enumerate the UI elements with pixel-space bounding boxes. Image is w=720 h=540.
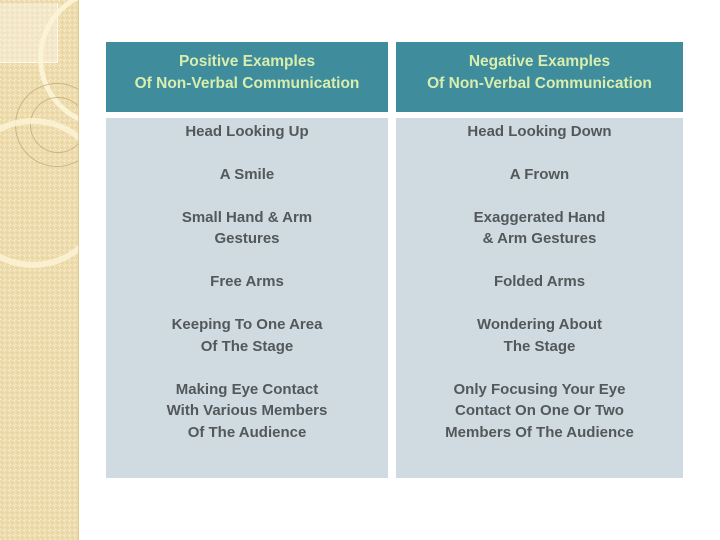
decor-cream-curve-bottom — [0, 118, 78, 268]
positive-row-free-arms: Free Arms — [210, 273, 284, 290]
negative-row-wondering: Wondering About The Stage — [477, 316, 602, 355]
positive-row-small-gestures: Small Hand & Arm Gestures — [181, 208, 313, 248]
table-body-positive: Head Looking Up A Smile Small Hand & Arm… — [106, 118, 388, 478]
negative-row-folded-arms: Folded Arms — [493, 273, 586, 290]
table-header-negative: Negative Examples Of Non-Verbal Communic… — [396, 42, 683, 112]
positive-row-a-smile: A Smile — [219, 165, 275, 183]
positive-row-eye-contact: Making Eye Contact With Various Members … — [166, 380, 328, 441]
negative-row-exaggerated: Exaggerated Hand & Arm Gestures — [473, 208, 606, 248]
negative-row-head-looking-down: Head Looking Down — [467, 122, 612, 140]
positive-row-head-looking-up: Head Looking Up — [185, 122, 309, 140]
decorative-sidebar — [0, 0, 79, 540]
table-body-negative: Head Looking Down A Frown Exaggerated Ha… — [396, 118, 683, 478]
table-header-positive: Positive Examples Of Non-Verbal Communic… — [106, 42, 388, 112]
negative-row-eye-contact: Only Focusing Your Eye Contact On One Or… — [445, 380, 634, 441]
positive-row-one-area: Keeping To One Area Of The Stage — [171, 316, 323, 355]
negative-row-a-frown: A Frown — [509, 165, 570, 183]
